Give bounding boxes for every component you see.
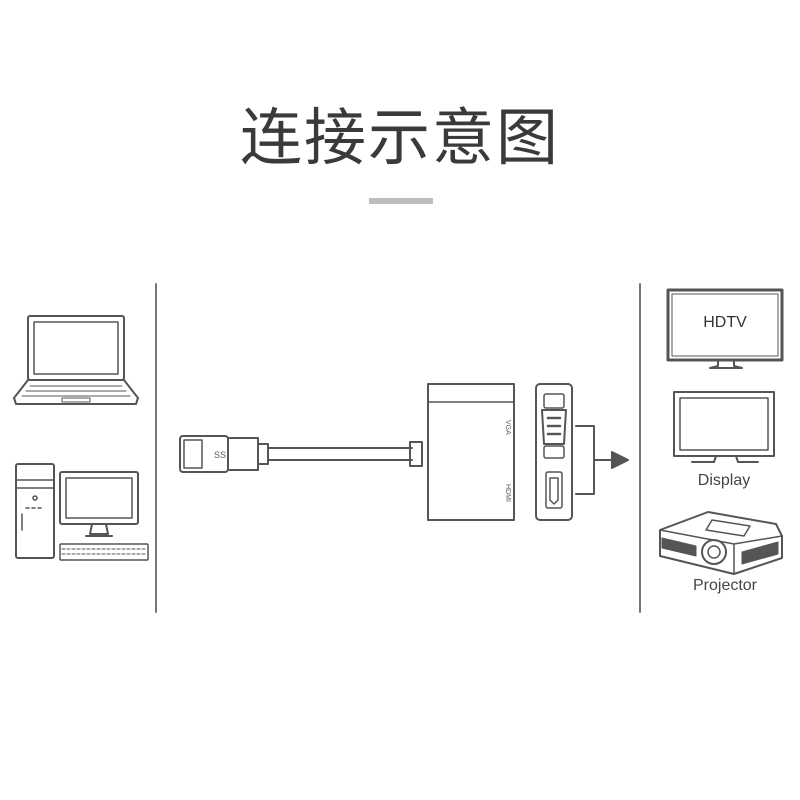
usb-logo-text: SS: [214, 450, 226, 460]
display-label: Display: [697, 472, 751, 489]
title-underline: [369, 198, 433, 204]
hdmi-port-icon: [545, 471, 563, 509]
hdtv-icon: [666, 288, 784, 369]
laptop-icon: [13, 315, 139, 405]
desktop-pc-icon: [15, 463, 149, 561]
vga-port-label: VGA: [504, 420, 511, 435]
usb-cable: [267, 441, 423, 467]
hdtv-label: HDTV: [703, 314, 747, 331]
display-icon: [673, 391, 775, 463]
vga-port-icon: [541, 393, 567, 459]
projector-icon: [659, 511, 783, 575]
hdmi-port-label: HDMI: [504, 484, 511, 502]
usb-plug: SS: [179, 435, 269, 473]
output-arrow: [575, 425, 629, 495]
projector-label: Projector: [692, 577, 758, 594]
page-title: 连接示意图: [239, 101, 560, 174]
adapter-body: VGA HDMI: [427, 383, 515, 521]
ports-panel: [535, 383, 573, 521]
